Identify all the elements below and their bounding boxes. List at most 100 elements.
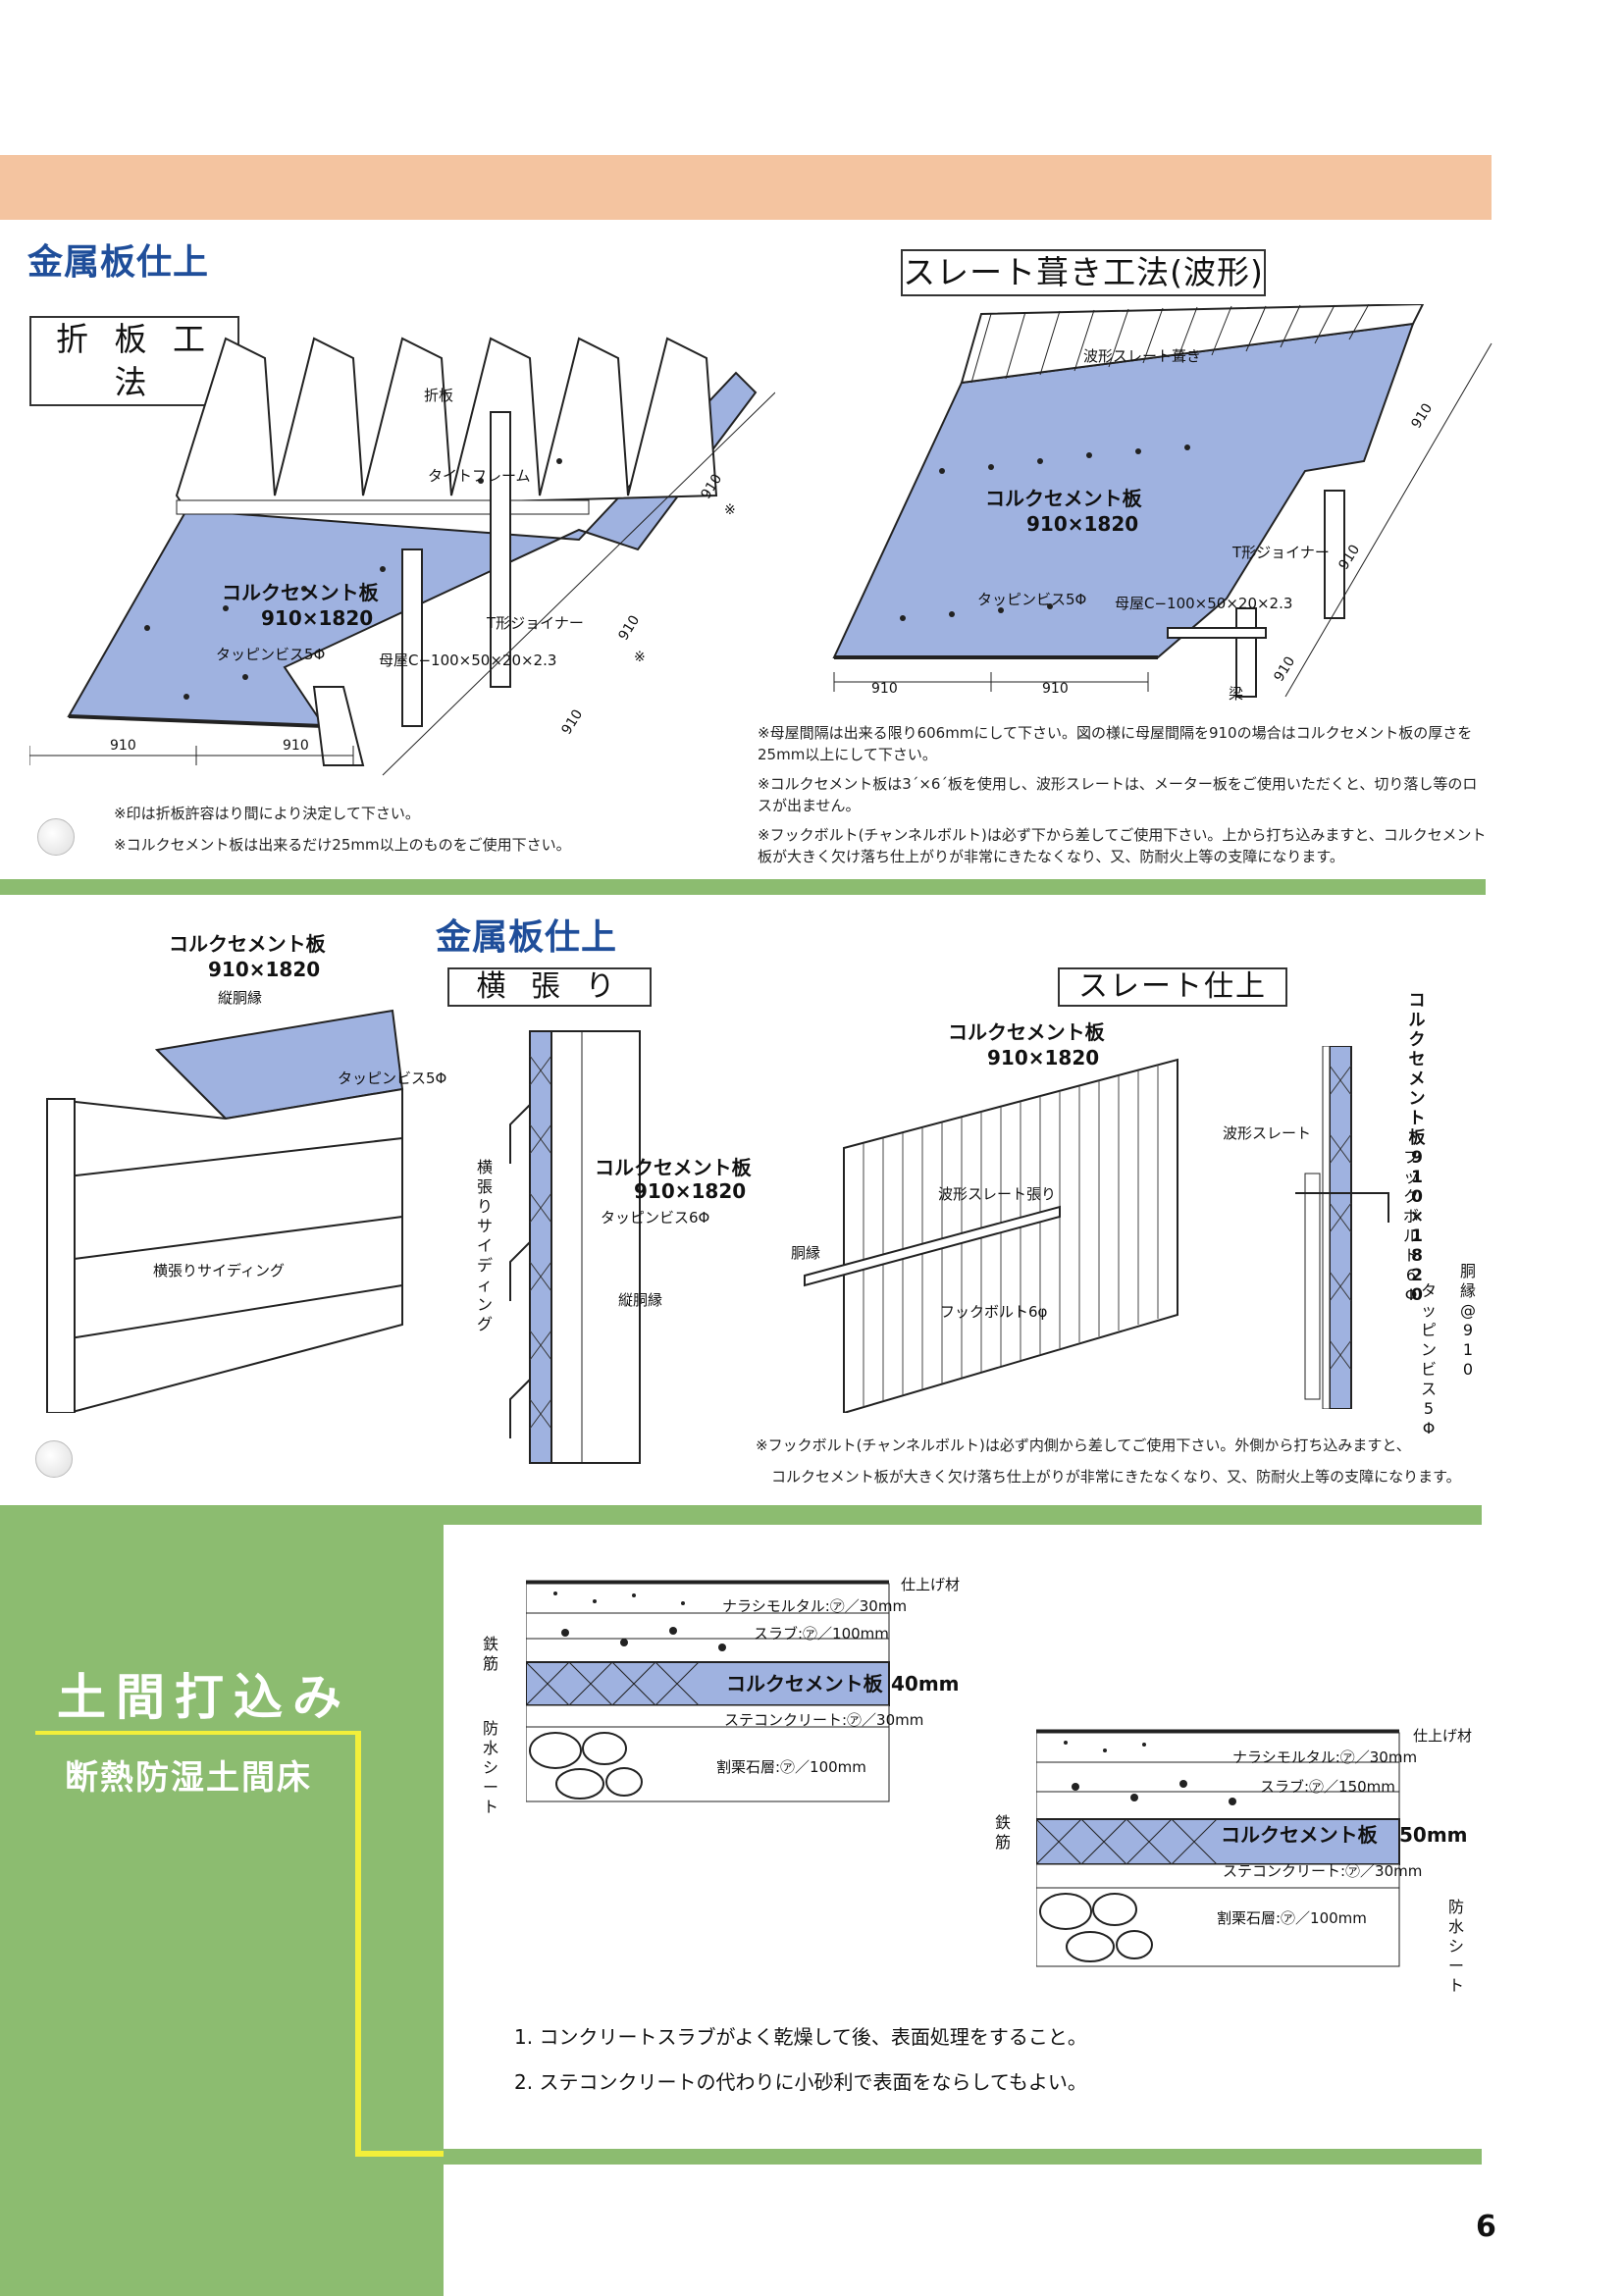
- slate-section-diagram: [1295, 1046, 1389, 1409]
- slate-wall-hari: 波形スレート張り: [938, 1185, 1057, 1203]
- slate-section-douen-vertical: 胴縁@910: [1459, 1262, 1476, 1379]
- section3-title: 土間打込み: [57, 1669, 351, 1726]
- siding-wall-diagram: [46, 1009, 404, 1413]
- label-slate-roof: 波形スレート葺き: [1083, 347, 1202, 365]
- panel-edge: [68, 714, 325, 728]
- section-tate-douen: 縦胴縁: [618, 1291, 663, 1309]
- d1-mortar-label: ナラシモルタル:㋐／30mm: [722, 1597, 908, 1615]
- slate-wall-douen: [804, 1205, 1061, 1287]
- left-asterisk-1: ※: [724, 502, 736, 518]
- slate-dim-lines: [833, 342, 1492, 698]
- dimension-lines: [29, 391, 775, 776]
- slate-wall-panel: [843, 1058, 1178, 1413]
- section-board-size: 910×1820: [634, 1179, 747, 1203]
- section2-title: 金属板仕上: [436, 917, 618, 958]
- left-green-panel: [0, 1525, 444, 2296]
- right-dim-1: 910: [871, 681, 898, 697]
- section-cork: [529, 1030, 552, 1464]
- siding-board-name: コルクセメント板: [169, 932, 326, 956]
- left-asterisk-2: ※: [634, 650, 646, 665]
- label-orihan: 折板: [424, 387, 454, 404]
- siding-label: 横張りサイディング: [153, 1262, 285, 1279]
- section2-note-2: コルクセメント板が大きく欠け落ち仕上がりが非常にきたなくなり、又、防耐火上等の支…: [771, 1468, 1461, 1486]
- left-note-2: ※コルクセメント板は出来るだけ25mm以上のものをご使用下さい。: [114, 836, 571, 854]
- siding-section-diagram: [509, 1030, 641, 1464]
- corrugation-lines: [970, 304, 1370, 384]
- tight-frame: [176, 499, 590, 515]
- section1-right-box: スレート葺き工法(波形): [901, 249, 1266, 296]
- section3-note-1: 1. コンクリートスラブがよく乾燥して後、表面処理をすること。: [514, 2025, 1087, 2049]
- slate-purlins: [1167, 490, 1345, 698]
- d2-slab: [1036, 1761, 1400, 1820]
- d2-slab-label: スラブ:㋐／150mm: [1260, 1778, 1395, 1796]
- left-dim-2: 910: [283, 738, 309, 754]
- folded-plate: [175, 337, 718, 512]
- slate-wall-douen-label: 胴縁: [791, 1244, 821, 1262]
- slate-wall-board-name: コルクセメント板: [948, 1020, 1105, 1044]
- slate-section-sheet: [1322, 1046, 1331, 1409]
- siding-board-size: 910×1820: [208, 958, 321, 981]
- purlins: [312, 411, 511, 766]
- slate-section-hatch: [1329, 1065, 1352, 1371]
- d2-finish: 仕上げ材: [1413, 1727, 1473, 1745]
- divider-band-1: [0, 879, 1486, 895]
- corner-post: [46, 1098, 76, 1413]
- d2-sute-label: ステコンクリート:㋐／30mm: [1223, 1862, 1423, 1880]
- section-siding-clips: [509, 1104, 531, 1438]
- left-joiner: T形ジョイナー: [487, 614, 584, 632]
- d2-membrane-label: 防水シート: [1447, 1898, 1464, 1995]
- d2-board-thick: 50mm: [1399, 1823, 1468, 1847]
- d1-finish: 仕上げ材: [901, 1576, 961, 1593]
- section3-subtitle: 断熱防湿土間床: [65, 1758, 312, 1798]
- d1-sute-label: ステコンクリート:㋐／30mm: [724, 1711, 924, 1729]
- slate-wall-board-size: 910×1820: [987, 1046, 1100, 1070]
- siding-tate-douen: 縦胴縁: [218, 989, 263, 1007]
- section2-box-yokobari: 横 張 り: [447, 967, 652, 1007]
- slate-section-screw-vertical: タッピンビス5Φ: [1420, 1281, 1437, 1437]
- d2-cork-layer: [1036, 1818, 1400, 1865]
- right-note-3: ※フックボルト(チャンネルボルト)は必ず下から差してご使用下さい。上から打ち込み…: [758, 826, 1487, 865]
- slate-wall-diagram: [804, 1058, 1178, 1413]
- slate-roof-diagram: [832, 304, 1492, 698]
- slate-wall-corrugation: [863, 1065, 1159, 1407]
- slate-section-hook: [1295, 1192, 1389, 1223]
- right-board-name: コルクセメント板: [985, 487, 1142, 510]
- yellow-horizontal-line: [355, 2151, 444, 2157]
- section2-note-1: ※フックボルト(チャンネルボルト)は必ず内側から差してご使用下さい。外側から打ち…: [756, 1436, 1411, 1454]
- section-board-name: コルクセメント板: [595, 1156, 752, 1179]
- section3-note-2: 2. ステコンクリートの代わりに小砂利で表面をならしてもよい。: [514, 2070, 1087, 2094]
- right-joiner: T形ジョイナー: [1232, 544, 1330, 561]
- d2-gravel-label: 割栗石層:㋐／100mm: [1217, 1909, 1367, 1927]
- label-tight-frame: タイトフレーム: [428, 467, 531, 485]
- section2-box-slate: スレート仕上: [1058, 967, 1287, 1007]
- bottom-green-band: [444, 2149, 1482, 2165]
- d1-rebar-label: 鉄筋: [482, 1635, 498, 1673]
- section1-title: 金属板仕上: [27, 242, 210, 283]
- slate-section-douen: [1304, 1173, 1321, 1400]
- left-board-name: コルクセメント板: [222, 581, 379, 604]
- section-cross-hatch: [529, 1055, 552, 1430]
- siding-screw: タッピンビス5Φ: [338, 1070, 447, 1087]
- yellow-vertical-line: [355, 1731, 361, 2157]
- d2-aggregate: [1064, 1741, 1236, 1805]
- d2-stones: [1039, 1893, 1153, 1962]
- punch-hole-2: [35, 1440, 73, 1478]
- slate-section-board-vertical: コルクセメント板910×1820: [1408, 991, 1426, 1305]
- divider-band-2: [0, 1505, 1482, 1525]
- d2-rebar-label: 鉄筋: [994, 1813, 1011, 1852]
- punch-hole-1: [37, 818, 75, 856]
- right-purlin: 母屋C−100×50×20×2.3: [1115, 595, 1293, 612]
- d2-mortar-label: ナラシモルタル:㋐／30mm: [1232, 1748, 1418, 1766]
- siding-boards: [47, 1087, 403, 1413]
- left-dim-1: 910: [110, 738, 136, 754]
- d2-board-label: コルクセメント板: [1221, 1823, 1378, 1847]
- d1-board-thick: 40mm: [891, 1672, 960, 1696]
- d1-board-label: コルクセメント板: [726, 1672, 883, 1696]
- section-siding-vertical: 横張りサイディング: [476, 1158, 493, 1333]
- right-beam: 梁: [1229, 685, 1244, 703]
- d1-stones: [529, 1732, 643, 1800]
- folded-plate-diagram: [29, 337, 775, 776]
- d1-aggregate: [553, 1592, 726, 1651]
- right-dim-2: 910: [1042, 681, 1069, 697]
- left-purlin: 母屋C−100×50×20×2.3: [379, 652, 557, 669]
